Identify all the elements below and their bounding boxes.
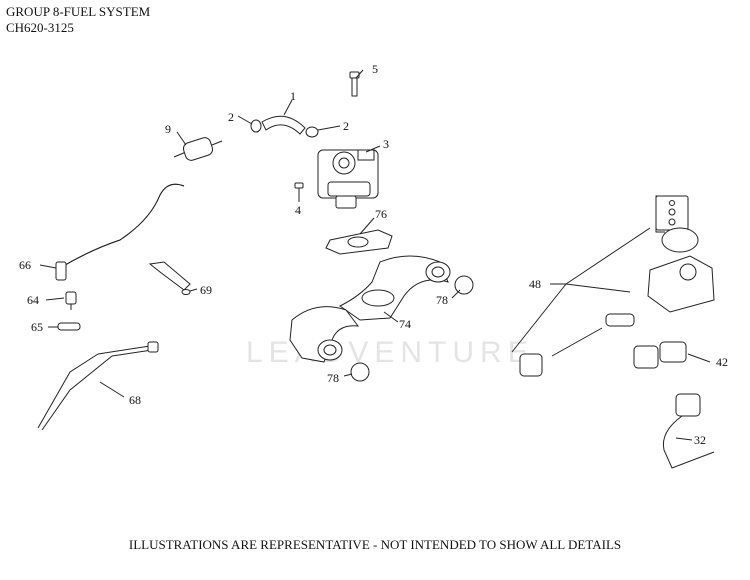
callout-65: 65 [31, 320, 43, 334]
diagram-title: GROUP 8-FUEL SYSTEM [6, 4, 151, 19]
callout-78-lower: 78 [327, 371, 339, 385]
part-66-fuel-line[interactable] [55, 183, 185, 281]
part-42-solenoid[interactable] [633, 341, 687, 369]
part-48-fuel-pump-assembly[interactable] [519, 195, 715, 377]
callout-32: 32 [694, 433, 706, 447]
part-32-sensor[interactable] [662, 393, 715, 469]
part-1-hose[interactable] [261, 115, 306, 135]
callout-5: 5 [372, 62, 378, 76]
part-68-wire[interactable] [37, 341, 159, 431]
callout-1: 1 [290, 89, 296, 103]
callout-48: 48 [529, 277, 541, 291]
callout-labels: 5 1 2 2 3 9 4 76 66 64 65 69 78 74 78 68… [19, 62, 728, 447]
part-2-clamp-left[interactable] [250, 119, 262, 133]
part-4-pin[interactable] [294, 182, 304, 189]
part-74-intake-manifold[interactable] [289, 255, 451, 363]
callout-2-left: 2 [228, 110, 234, 124]
part-69-bracket[interactable] [148, 261, 191, 295]
callout-74: 74 [399, 317, 411, 331]
callout-64: 64 [27, 293, 39, 307]
callout-76: 76 [375, 207, 387, 221]
footer-note: ILLUSTRATIONS ARE REPRESENTATIVE - NOT I… [128, 537, 622, 552]
callout-78-upper: 78 [436, 293, 448, 307]
model-number: CH620-3125 [6, 20, 74, 35]
part-65-plug[interactable] [57, 322, 81, 331]
part-3-carburetor[interactable] [317, 149, 379, 209]
callout-66: 66 [19, 258, 31, 272]
leader-lines [39, 69, 711, 441]
part-78-oring-upper[interactable] [454, 275, 474, 295]
part-76-gasket[interactable] [325, 229, 393, 255]
part-9-fuel-filter[interactable] [173, 136, 223, 162]
part-64-fitting[interactable] [65, 291, 77, 310]
part-2-clamp-right[interactable] [305, 126, 319, 138]
callout-69: 69 [200, 283, 212, 297]
callout-42: 42 [716, 355, 728, 369]
part-78-oring-lower[interactable] [350, 362, 370, 382]
callout-68: 68 [129, 393, 141, 407]
callout-4: 4 [295, 203, 301, 217]
callout-3: 3 [383, 137, 389, 151]
callout-9: 9 [165, 122, 171, 136]
callout-2-right: 2 [343, 119, 349, 133]
